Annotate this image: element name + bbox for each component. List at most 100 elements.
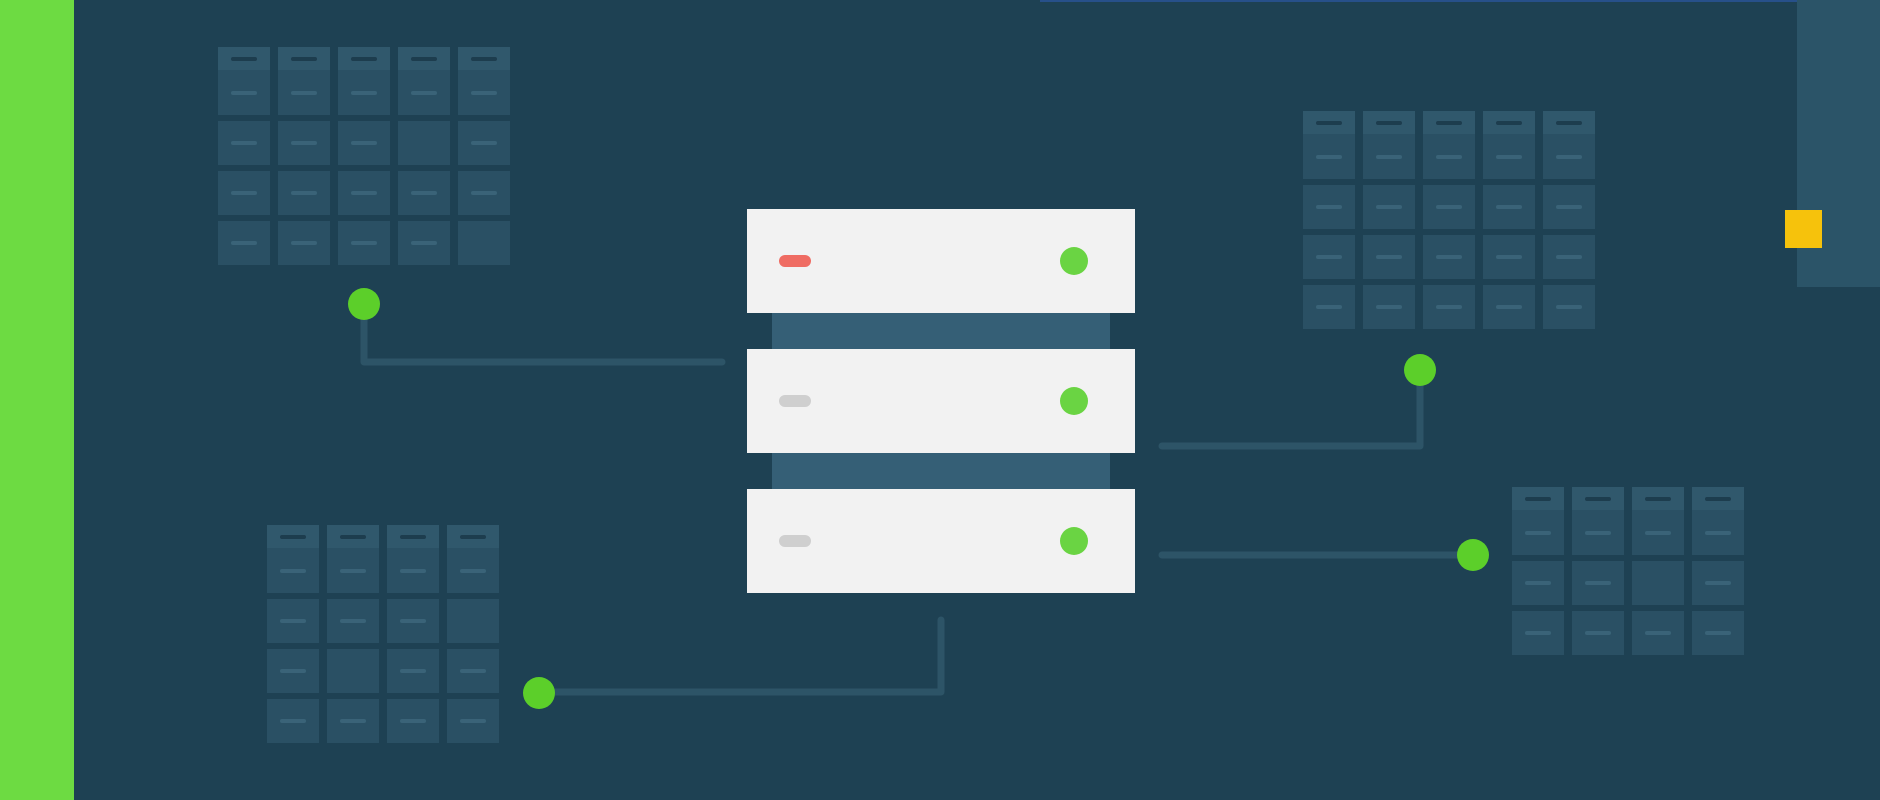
- table-header-cell: [1632, 487, 1684, 555]
- table-header-cell: [1543, 111, 1595, 179]
- cell-dash-icon: [280, 669, 306, 673]
- cell-dash-icon: [460, 569, 486, 573]
- table-header-cell: [338, 47, 390, 115]
- cell-dash-icon: [280, 719, 306, 723]
- table-cell: [1303, 235, 1355, 279]
- header-dash-icon: [351, 57, 377, 61]
- table-header-cell: [387, 525, 439, 593]
- table-header-cell: [1363, 111, 1415, 179]
- cell-dash-icon: [1436, 205, 1462, 209]
- cell-dash-icon: [1556, 205, 1582, 209]
- table-cell: [218, 171, 270, 215]
- header-dash-icon: [231, 57, 257, 61]
- table-cell: [1363, 185, 1415, 229]
- cell-dash-icon: [1496, 155, 1522, 159]
- cell-dash-icon: [291, 241, 317, 245]
- status-light-icon: [1060, 527, 1088, 555]
- cell-dash-icon: [1705, 581, 1731, 585]
- table-cell: [267, 599, 319, 643]
- header-dash-icon: [280, 535, 306, 539]
- cell-dash-icon: [400, 669, 426, 673]
- table-cell: [1303, 285, 1355, 329]
- cell-dash-icon: [351, 241, 377, 245]
- cell-dash-icon: [1496, 305, 1522, 309]
- left-accent-strip: [0, 0, 74, 800]
- table-cell: [387, 649, 439, 693]
- cell-dash-icon: [1556, 255, 1582, 259]
- table-cell: [338, 121, 390, 165]
- node-dot-bottom-right: [1457, 539, 1489, 571]
- header-dash-icon: [1376, 121, 1402, 125]
- table-cell: [398, 221, 450, 265]
- table-cell: [1572, 561, 1624, 605]
- table-header-cell: [278, 47, 330, 115]
- table-header-cell: [1423, 111, 1475, 179]
- table-header-cell: [447, 525, 499, 593]
- cell-dash-icon: [1376, 255, 1402, 259]
- cell-dash-icon: [231, 141, 257, 145]
- cell-dash-icon: [471, 91, 497, 95]
- table-cell: [1543, 185, 1595, 229]
- header-dash-icon: [1645, 497, 1671, 501]
- cell-dash-icon: [280, 569, 306, 573]
- node-dot-top-left: [348, 288, 380, 320]
- status-light-icon: [1060, 247, 1088, 275]
- table-header-cell: [458, 47, 510, 115]
- cell-dash-icon: [411, 191, 437, 195]
- table-cell: [1423, 185, 1475, 229]
- cell-dash-icon: [231, 241, 257, 245]
- table-cell: [458, 221, 510, 265]
- table-cell: [1512, 561, 1564, 605]
- node-dot-bottom-left: [523, 677, 555, 709]
- table-cell: [278, 171, 330, 215]
- cell-dash-icon: [460, 669, 486, 673]
- cell-dash-icon: [460, 719, 486, 723]
- table-cell: [1483, 285, 1535, 329]
- table-cell: [327, 649, 379, 693]
- header-dash-icon: [1525, 497, 1551, 501]
- server-led-indicator: [779, 255, 811, 267]
- cell-dash-icon: [1376, 305, 1402, 309]
- table-cell: [1632, 611, 1684, 655]
- cell-dash-icon: [1316, 305, 1342, 309]
- top-accent-line: [1040, 0, 1798, 2]
- node-dot-top-right: [1404, 354, 1436, 386]
- cell-dash-icon: [1496, 205, 1522, 209]
- cell-dash-icon: [1556, 155, 1582, 159]
- table-cell: [1423, 235, 1475, 279]
- table-cell: [278, 221, 330, 265]
- connector-top-left: [360, 300, 726, 366]
- table-cell: [218, 121, 270, 165]
- table-header-cell: [1692, 487, 1744, 555]
- table-cell: [1572, 611, 1624, 655]
- header-dash-icon: [340, 535, 366, 539]
- cell-dash-icon: [351, 191, 377, 195]
- table-cell: [267, 649, 319, 693]
- cell-dash-icon: [1436, 255, 1462, 259]
- cell-dash-icon: [1585, 531, 1611, 535]
- header-dash-icon: [291, 57, 317, 61]
- cell-dash-icon: [340, 569, 366, 573]
- header-dash-icon: [471, 57, 497, 61]
- cell-dash-icon: [471, 141, 497, 145]
- cell-dash-icon: [1436, 305, 1462, 309]
- cell-dash-icon: [231, 191, 257, 195]
- header-dash-icon: [1436, 121, 1462, 125]
- header-dash-icon: [1556, 121, 1582, 125]
- cell-dash-icon: [280, 619, 306, 623]
- server-unit-2: [747, 349, 1135, 453]
- table-header-cell: [267, 525, 319, 593]
- table-header-cell: [1572, 487, 1624, 555]
- server-unit-1: [747, 209, 1135, 313]
- cell-dash-icon: [1585, 581, 1611, 585]
- cell-dash-icon: [411, 91, 437, 95]
- table-cell: [398, 171, 450, 215]
- cell-dash-icon: [1525, 581, 1551, 585]
- cell-dash-icon: [351, 141, 377, 145]
- table-cell: [458, 121, 510, 165]
- table-header-cell: [218, 47, 270, 115]
- table-cell: [327, 699, 379, 743]
- cell-dash-icon: [400, 719, 426, 723]
- table-cell: [1483, 185, 1535, 229]
- table-cell: [447, 599, 499, 643]
